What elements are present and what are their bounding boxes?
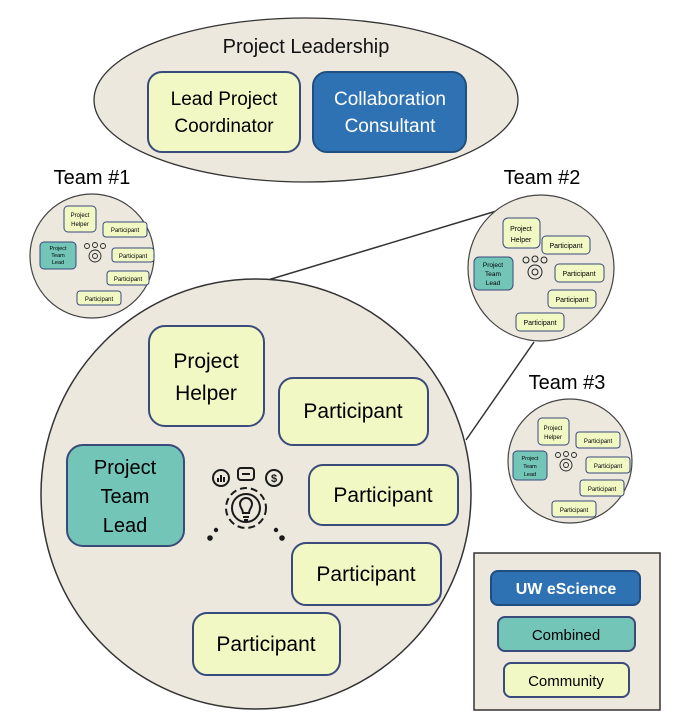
- team2-helper-line1: Project: [510, 226, 532, 233]
- team1-participant-box: [111, 247, 155, 263]
- team1-mini-circle: Project Helper Project Team Lead Partici…: [29, 193, 155, 319]
- lead-coordinator-line2: Coordinator: [174, 116, 274, 137]
- team3-participant-box: [585, 456, 631, 474]
- team3-participant-label: Participant: [584, 439, 613, 445]
- project-helper-line2: Helper: [175, 382, 237, 405]
- legend-combined-swatch: [497, 616, 636, 652]
- team1-participant-label: Participant: [114, 277, 143, 283]
- legend-uw-label: UW eScience: [516, 581, 617, 598]
- participant-label-4: Participant: [216, 633, 315, 656]
- team3-participant-box: [575, 431, 621, 449]
- team2-helper-line2: Helper: [511, 237, 532, 244]
- team3-participant-box: [579, 479, 625, 497]
- participant-box-3: [291, 542, 442, 606]
- team3-lead-line1: Project: [521, 456, 539, 462]
- legend-community-swatch: [503, 662, 630, 698]
- team1-lead-line3: Lead: [52, 260, 64, 266]
- leadership-title: Project Leadership: [223, 36, 390, 58]
- legend-uw-swatch: [490, 570, 641, 606]
- team1-helper-line1: Project: [71, 213, 90, 219]
- team3-helper-line1: Project: [544, 426, 563, 432]
- lead-coordinator-box: [147, 71, 301, 153]
- project-helper-line1: Project: [173, 350, 239, 373]
- team1-participant-box: [102, 221, 148, 238]
- team1-lead-line2: Team: [51, 253, 65, 259]
- participant-label-3: Participant: [316, 563, 415, 586]
- team3-participant-label: Participant: [594, 464, 623, 470]
- collaboration-consultant-line1: Collaboration: [334, 89, 446, 110]
- team2-lead-line2: Team: [485, 271, 501, 278]
- legend-community-label: Community: [528, 673, 604, 690]
- team2-center-icon: [522, 255, 548, 280]
- team3-center-icon: [555, 451, 577, 472]
- team2-lead-line1: Project: [483, 262, 503, 269]
- team2-lead-box: [473, 256, 514, 291]
- project-team-lead-line3: Lead: [103, 515, 148, 537]
- team1-participant-label: Participant: [111, 228, 140, 234]
- team3-participant-label: Participant: [588, 487, 617, 493]
- team1-participant-box: [106, 270, 150, 286]
- participant-box-2: [308, 464, 459, 526]
- project-helper-box: [148, 325, 265, 427]
- team2-mini-circle: Project Helper Project Team Lead Partici…: [467, 194, 615, 342]
- team2-participant-box: [541, 235, 591, 255]
- legend: UW eScience Combined Community: [473, 552, 661, 711]
- team1-center-icon: [84, 242, 106, 263]
- team1-lead-line1: Project: [49, 246, 67, 252]
- project-team-lead-box: [66, 444, 185, 547]
- team1-label: Team #1: [54, 167, 131, 189]
- team1-helper-line2: Helper: [71, 222, 89, 228]
- team2-participant-box: [547, 289, 597, 309]
- participant-label-1: Participant: [303, 400, 402, 423]
- participant-box-4: [192, 612, 341, 676]
- participant-label-2: Participant: [333, 484, 432, 507]
- zoom-line-top: [257, 208, 504, 284]
- team2-helper-box: [502, 217, 541, 249]
- team-zoom-circle: Project Helper Project Team Lead Partici…: [40, 278, 472, 710]
- team2-lead-line3: Lead: [486, 280, 501, 287]
- team1-lead-box: [39, 241, 77, 270]
- team2-participant-label: Participant: [549, 243, 582, 250]
- svg-text:$: $: [271, 473, 277, 485]
- collaboration-consultant-box: [312, 71, 467, 153]
- gear-lightbulb-icon: $: [207, 467, 285, 541]
- team3-helper-box: [537, 417, 570, 446]
- team3-lead-line2: Team: [523, 464, 537, 470]
- team2-label: Team #2: [504, 167, 581, 189]
- team3-lead-line3: Lead: [524, 472, 536, 478]
- project-team-lead-line1: Project: [94, 457, 157, 479]
- legend-combined-label: Combined: [532, 627, 600, 644]
- team2-participant-label: Participant: [555, 297, 588, 304]
- lead-coordinator-line1: Lead Project: [171, 89, 278, 110]
- project-team-lead-line2: Team: [101, 486, 150, 508]
- team2-participant-box: [554, 263, 605, 283]
- team1-participant-label: Participant: [119, 254, 148, 260]
- team3-participant-box: [551, 500, 597, 518]
- participant-box-1: [278, 377, 429, 446]
- team3-helper-line2: Helper: [544, 435, 562, 441]
- zoom-line-bottom: [465, 341, 535, 441]
- team3-label: Team #3: [529, 372, 606, 394]
- team2-participant-label: Participant: [523, 320, 556, 327]
- team3-mini-circle: Project Helper Project Team Lead Partici…: [507, 398, 633, 524]
- project-leadership-group: Project Leadership Lead Project Coordina…: [93, 17, 519, 183]
- team2-participant-label: Participant: [562, 271, 595, 278]
- team3-participant-label: Participant: [560, 508, 589, 514]
- team1-helper-box: [63, 205, 97, 233]
- team3-lead-box: [512, 450, 548, 481]
- team1-participant-label: Participant: [85, 297, 114, 303]
- collaboration-consultant-line2: Consultant: [345, 116, 437, 137]
- team1-participant-box: [76, 290, 122, 306]
- team2-participant-box: [515, 312, 565, 332]
